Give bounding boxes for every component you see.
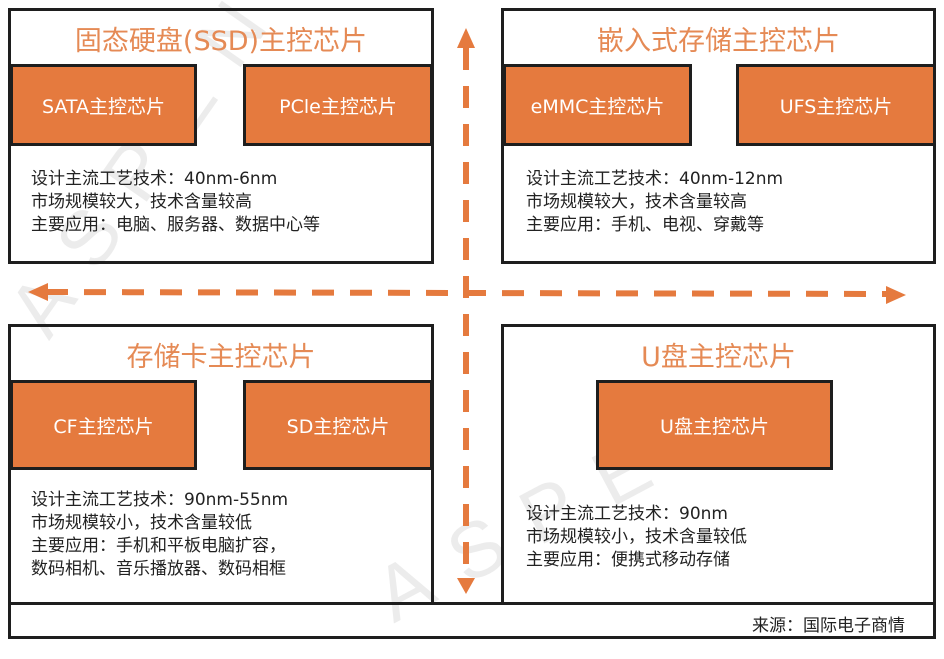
desc-line: 市场规模较小，技术含量较低: [526, 527, 747, 547]
embedded-controller-panel: 嵌入式存储主控芯片 eMMC主控芯片 UFS主控芯片 设计主流工艺技术：40nm…: [501, 8, 936, 264]
udisk-chip-box: U盘主控芯片: [596, 380, 833, 470]
panel-description: 设计主流工艺技术：90nm-55nm 市场规模较小，技术含量较低 主要应用：手机…: [31, 489, 288, 581]
panel-description: 设计主流工艺技术：40nm-12nm 市场规模较大，技术含量较高 主要应用：手机…: [526, 168, 783, 237]
panel-title: U盘主控芯片: [641, 342, 796, 373]
card-controller-panel: 存储卡主控芯片 CF主控芯片 SD主控芯片 设计主流工艺技术：90nm-55nm…: [8, 324, 434, 605]
desc-line: 市场规模较小，技术含量较低: [31, 513, 252, 533]
desc-line: 主要应用：手机、电视、穿戴等: [526, 215, 764, 235]
source-footer: 来源：国际电子商情: [8, 602, 936, 639]
panel-title: 存储卡主控芯片: [126, 342, 316, 373]
desc-line: 设计主流工艺技术：40nm-6nm: [31, 169, 278, 189]
emmc-chip-box: eMMC主控芯片: [503, 64, 692, 146]
sd-chip-box: SD主控芯片: [243, 380, 433, 470]
arrow-down-icon: [457, 578, 475, 594]
panel-title: 嵌入式存储主控芯片: [597, 26, 840, 57]
desc-line: 数码相机、音乐播放器、数码相框: [31, 559, 286, 579]
arrow-left-icon: [28, 283, 48, 301]
desc-line: 主要应用：电脑、服务器、数据中心等: [31, 215, 320, 235]
ssd-controller-panel: 固态硬盘(SSD)主控芯片 SATA主控芯片 PCle主控芯片 设计主流工艺技术…: [8, 8, 434, 264]
panel-description: 设计主流工艺技术：40nm-6nm 市场规模较大，技术含量较高 主要应用：电脑、…: [31, 168, 320, 237]
source-text: 来源：国际电子商情: [752, 616, 905, 636]
horizontal-dashed-arrow-line: [45, 289, 889, 297]
panel-title: 固态硬盘(SSD)主控芯片: [74, 26, 368, 57]
sata-chip-box: SATA主控芯片: [10, 64, 197, 146]
desc-line: 主要应用：手机和平板电脑扩容，: [31, 536, 286, 556]
arrow-up-icon: [457, 28, 475, 48]
desc-line: 设计主流工艺技术：90nm-55nm: [31, 490, 289, 510]
desc-line: 市场规模较大，技术含量较高: [31, 192, 252, 212]
pcie-chip-box: PCle主控芯片: [243, 64, 433, 146]
desc-line: 主要应用：便携式移动存储: [526, 550, 730, 570]
arrow-right-icon: [886, 286, 906, 304]
desc-line: 市场规模较大，技术含量较高: [526, 192, 747, 212]
desc-line: 设计主流工艺技术：40nm-12nm: [526, 169, 784, 189]
desc-line: 设计主流工艺技术：90nm: [526, 504, 728, 524]
ufs-chip-box: UFS主控芯片: [736, 64, 936, 146]
cf-chip-box: CF主控芯片: [10, 380, 197, 470]
udisk-controller-panel: U盘主控芯片 U盘主控芯片 设计主流工艺技术：90nm 市场规模较小，技术含量较…: [501, 324, 936, 605]
panel-description: 设计主流工艺技术：90nm 市场规模较小，技术含量较低 主要应用：便携式移动存储: [526, 503, 747, 572]
